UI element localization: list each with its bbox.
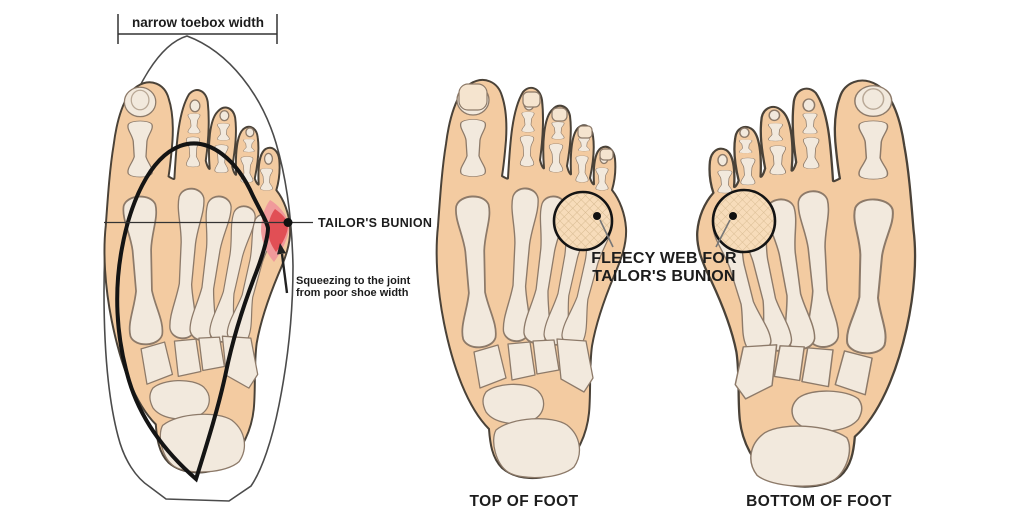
caption-bottom-of-foot: BOTTOM OF FOOT	[746, 493, 892, 510]
fleecy-web-label-line2: TAILOR'S BUNION	[592, 268, 735, 285]
pad-pointer-dot	[593, 212, 601, 220]
pad-pointer-dot	[729, 212, 737, 220]
toebox-measurement	[117, 14, 278, 44]
fleecy-web-pad-texture	[555, 193, 611, 249]
bunion-pointer-dot	[283, 218, 293, 227]
center-panel-top-of-foot: TOP OF FOOT	[437, 80, 626, 510]
left-foot	[104, 82, 290, 472]
fleecy-web-label-line1: FLEECY WEB FOR	[591, 250, 737, 267]
pad-pointer-line	[599, 219, 614, 248]
narrow-toebox-label: narrow toebox width	[132, 15, 264, 30]
left-panel-squeezed-foot: TAILOR'S BUNION Squeezing to the joint f…	[103, 14, 432, 502]
bunion-inflamed-inner	[268, 209, 288, 252]
narrow-shoe-outline	[115, 141, 271, 483]
caption-top-of-foot: TOP OF FOOT	[470, 493, 579, 510]
squeeze-arrow-line	[280, 253, 289, 294]
squeeze-note-line1: Squeezing to the joint	[296, 275, 411, 287]
tailors-bunion-label: TAILOR'S BUNION	[318, 216, 432, 230]
right-panel-bottom-of-foot: BOTTOM OF FOOT	[697, 81, 915, 510]
squeeze-note-line2: from poor shoe width	[296, 287, 409, 299]
pad-pointer-line	[715, 219, 731, 248]
squeeze-arrow-head	[277, 243, 286, 255]
fleecy-web-pad-texture	[714, 191, 774, 251]
